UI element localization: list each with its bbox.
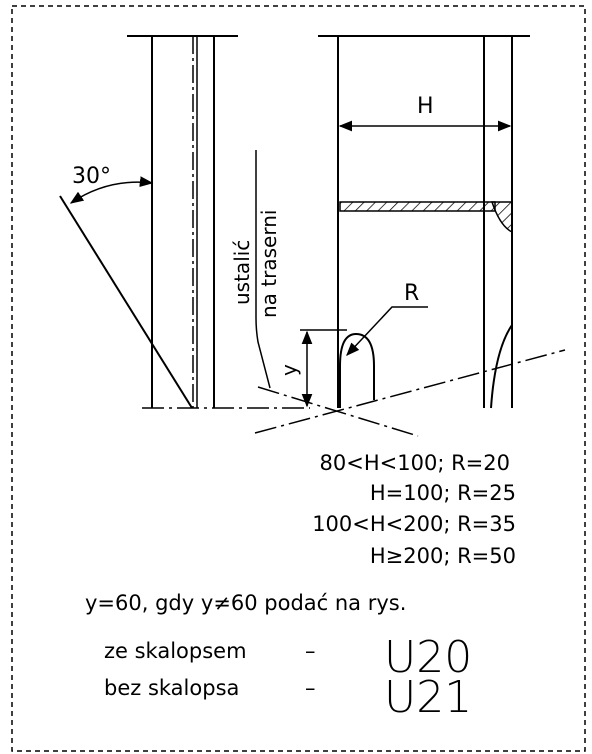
left-member (127, 35, 238, 408)
weld-fillet (490, 201, 513, 234)
variant-1-code: U20 (384, 632, 472, 683)
y-rule: y=60, gdy y≠60 podać na rys. (85, 591, 406, 615)
radius-leader (346, 306, 428, 356)
variant-2-code: U21 (384, 672, 472, 723)
variant-2-dash: – (305, 676, 316, 700)
weld-curve (490, 324, 513, 409)
note-leader (255, 150, 271, 389)
y-label: y (277, 364, 301, 376)
angle-label: 30° (72, 164, 111, 189)
rule-3: 100<H<200; R=35 (312, 512, 516, 536)
construction-line-a (254, 349, 566, 434)
variant-1-label: ze skalopsem (104, 639, 247, 663)
note-line2: na traserni (257, 210, 281, 318)
chamfer-line (59, 195, 193, 409)
h-dimension-label: H (417, 94, 434, 119)
drawing-frame (11, 5, 586, 752)
construction-line-b (257, 386, 419, 437)
radius-label: R (404, 281, 419, 306)
rule-2: H=100; R=25 (370, 481, 516, 505)
variant-1-dash: – (305, 639, 316, 663)
note-line1: ustalić (230, 240, 254, 305)
variant-2-label: bez skalopsa (104, 676, 239, 700)
hatched-strip (339, 201, 496, 212)
angle-arc (69, 176, 154, 204)
radius-rules: 80<H<100; R=20 H=100; R=25 100<H<200; R=… (312, 451, 516, 568)
rule-4: H≥200; R=50 (370, 544, 516, 568)
rule-1: 80<H<100; R=20 (320, 451, 510, 475)
scallop (339, 332, 375, 408)
